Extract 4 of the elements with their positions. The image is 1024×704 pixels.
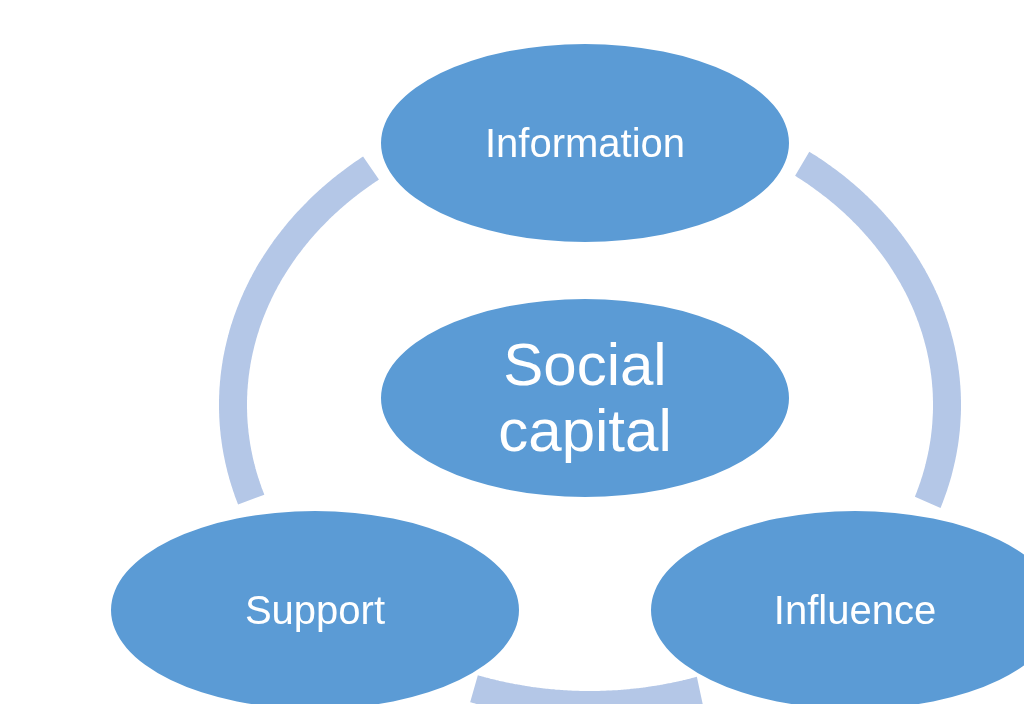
topic-label: Influence xyxy=(773,588,937,632)
topic-label: Social capital xyxy=(497,332,673,464)
topic-label: Information xyxy=(484,121,686,165)
topic-label: Support xyxy=(244,588,386,632)
